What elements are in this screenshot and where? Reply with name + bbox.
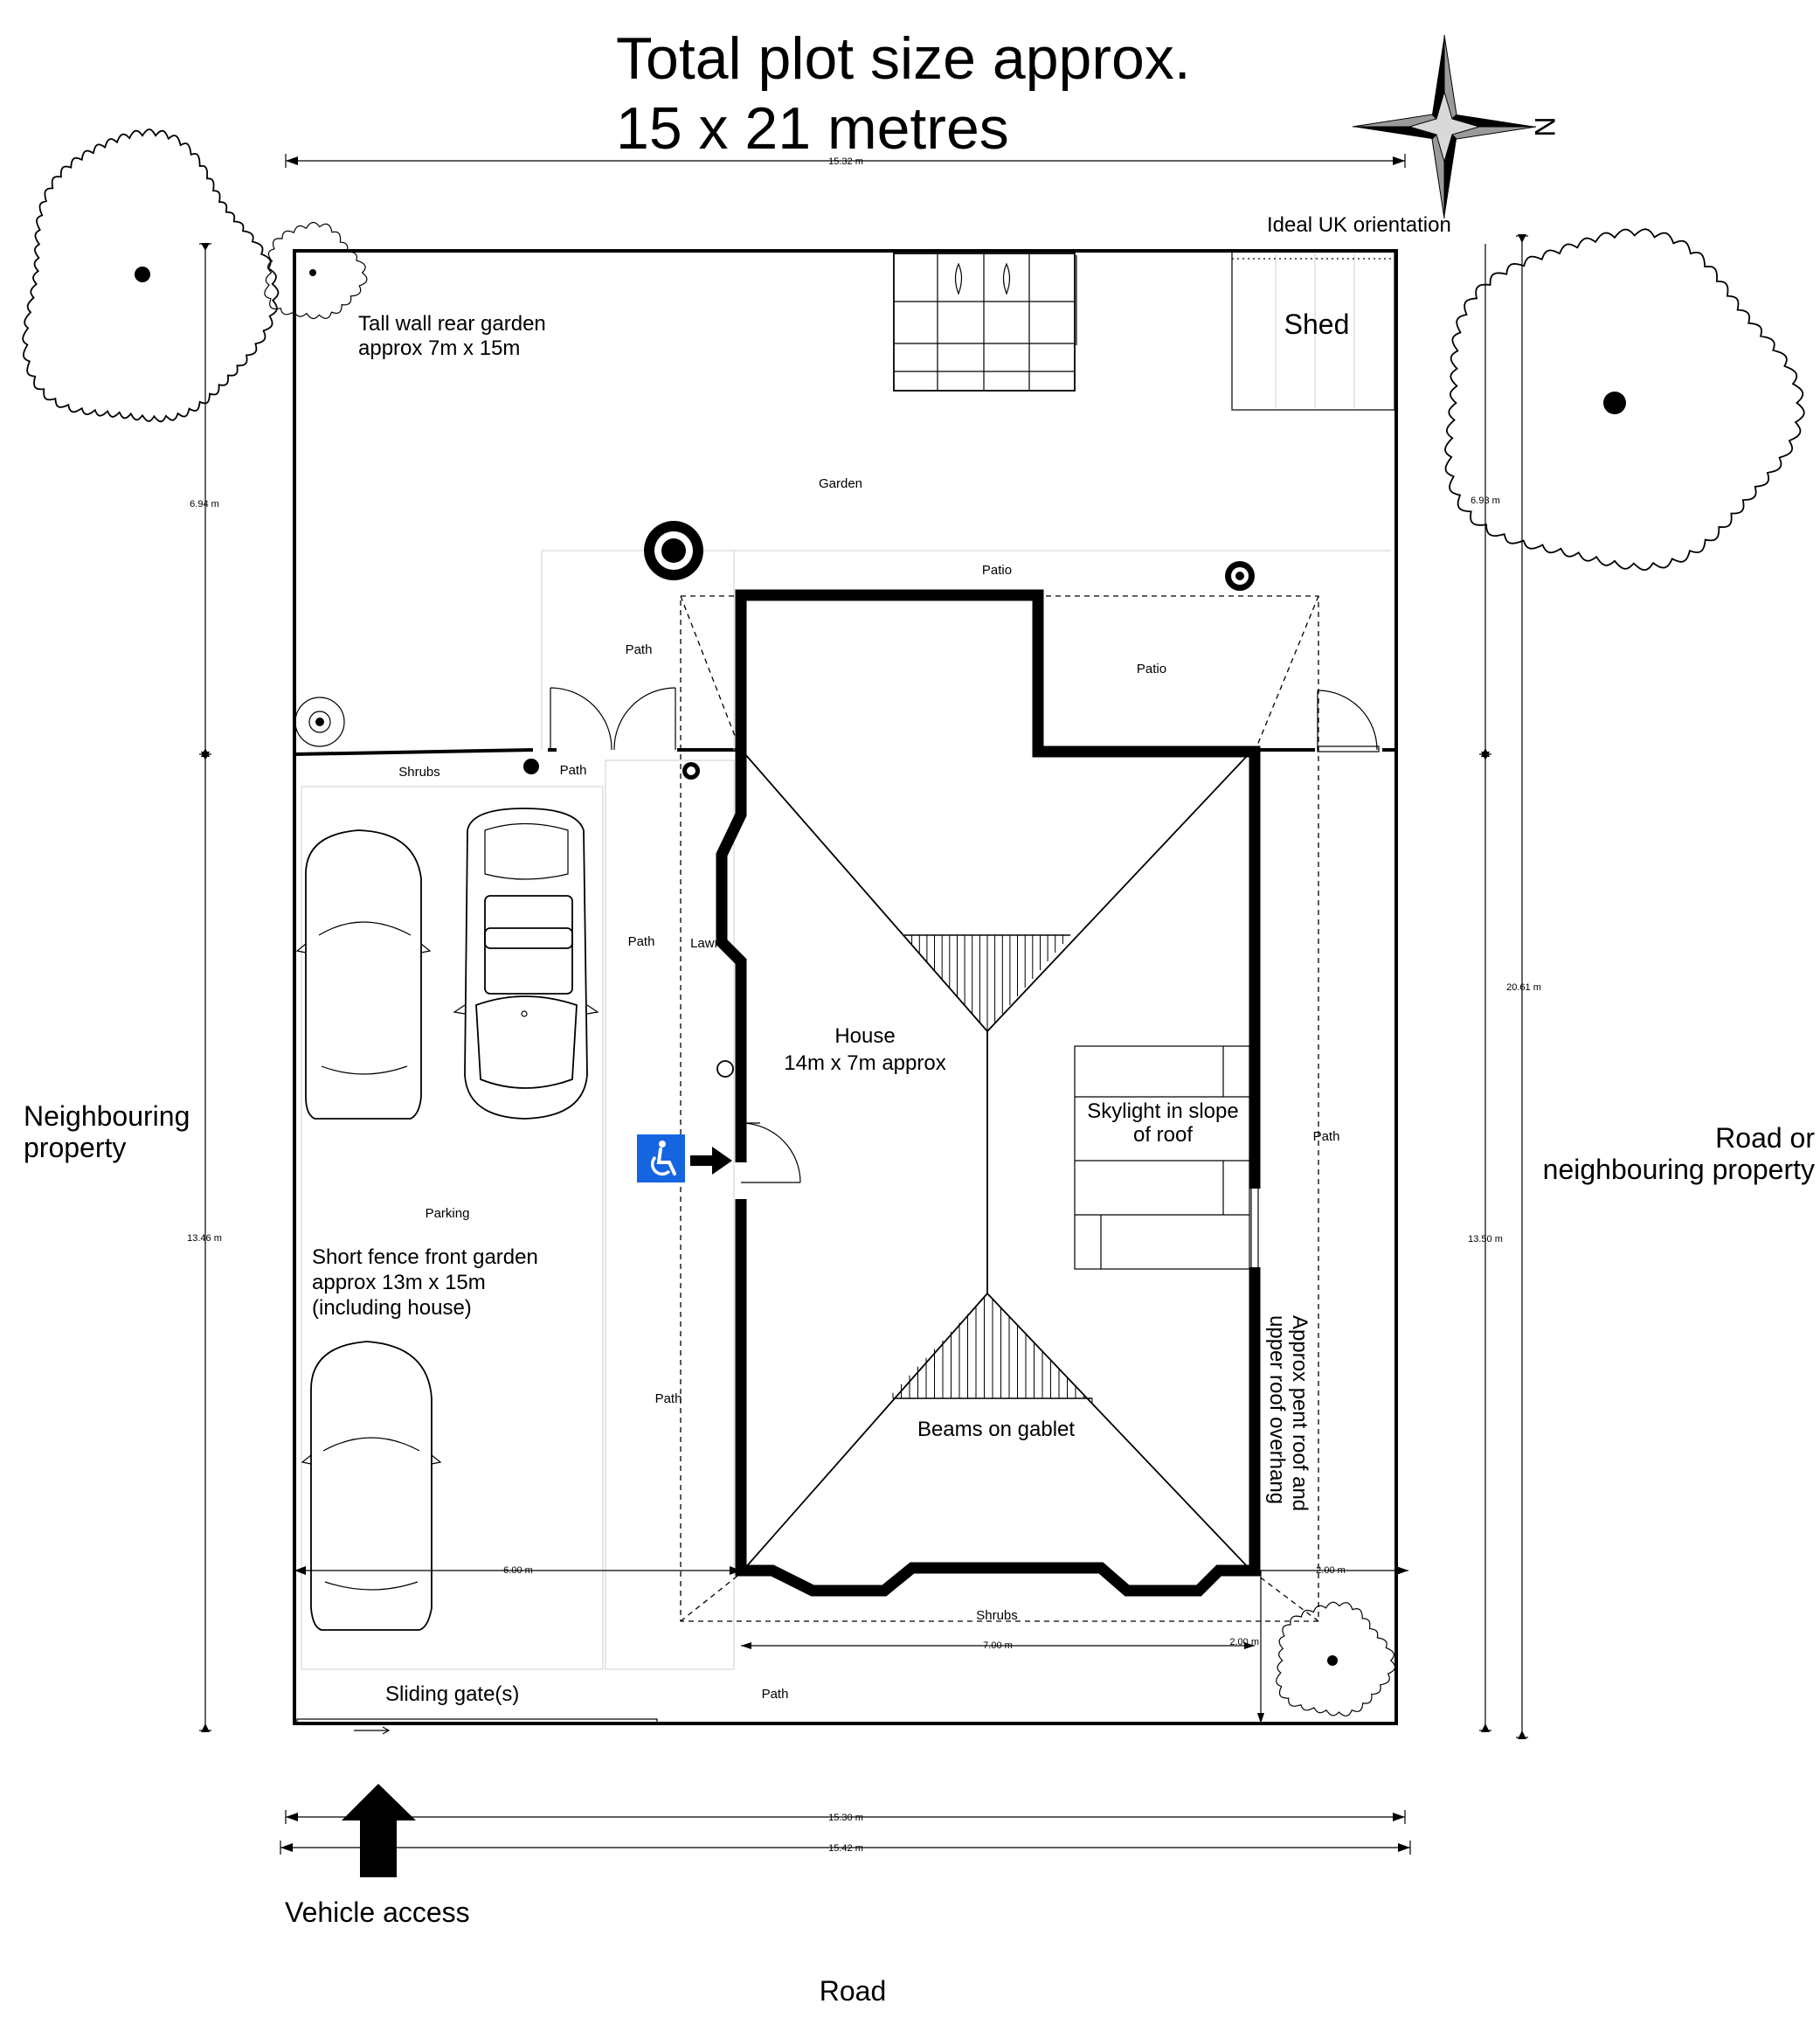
front-garden-label-3: (including house) (312, 1296, 472, 1320)
dim-left-lower: 13.46 m (187, 1233, 222, 1244)
car-parked-2 (453, 808, 599, 1120)
shrub-small-1 (523, 759, 539, 774)
shrub-left-wall (294, 697, 345, 747)
title-line-1: Total plot size approx. (616, 25, 1191, 92)
skylight-label-1: Skylight in slope (1087, 1099, 1238, 1123)
tree-bottom-right (1276, 1601, 1396, 1716)
shrub-small-2 (682, 762, 700, 780)
tree-small-corner (264, 221, 368, 320)
dimension-house-right (1255, 1566, 1408, 1575)
shed-label: Shed (1284, 309, 1350, 340)
shed (1231, 250, 1395, 411)
dimension-house-left (294, 1566, 741, 1575)
patio-right-label: Patio (1137, 662, 1166, 676)
roof-lines (744, 752, 1250, 1570)
car-parked-1 (295, 829, 432, 1120)
road-label: Road (820, 1975, 887, 2007)
front-garden-label-1: Short fence front garden (312, 1245, 538, 1269)
sliding-gate[interactable] (296, 1718, 658, 1735)
road-right-label-2: neighbouring property (1543, 1154, 1815, 1185)
shrub-upper (644, 521, 703, 580)
shrubs-left-label: Shrubs (398, 765, 440, 780)
sliding-gate-label: Sliding gate(s) (385, 1682, 519, 1706)
garden-gates (550, 687, 1380, 752)
patio-top-label: Patio (982, 563, 1012, 578)
road-right-label-1: Road or (1715, 1122, 1815, 1154)
pent-label-1: Approx pent roof and (1288, 1315, 1311, 1511)
front-garden-label-2: approx 13m x 15m (312, 1271, 486, 1294)
dimension-left (199, 243, 211, 1732)
dimension-top (285, 154, 1406, 168)
shrubs-bottom-label: Shrubs (976, 1608, 1018, 1623)
greenhouse (893, 253, 1077, 392)
path-shrubs-label: Path (560, 763, 587, 778)
rear-garden-label-1: Tall wall rear garden (358, 312, 546, 336)
skylight (1074, 1045, 1250, 1270)
dimension-house-width (741, 1642, 1255, 1649)
title-line-2: 15 x 21 metres (616, 95, 1009, 162)
neighbour-left-label-2: property (24, 1132, 126, 1163)
neighbour-left-label-1: Neighbouring (24, 1100, 190, 1132)
path-upper-label: Path (626, 642, 653, 657)
path-bottom-label: Path (762, 1687, 789, 1702)
compass-rose-icon (1352, 34, 1537, 219)
house-entrance-door[interactable] (740, 1122, 801, 1183)
plan-title: Total plot size approx. 15 x 21 metres (616, 25, 1191, 162)
compass-caption: Ideal UK orientation (1267, 213, 1451, 237)
car-parked-3 (301, 1341, 442, 1631)
dim-right-total: 20.61 m (1506, 982, 1541, 993)
dimension-right-total (1516, 234, 1528, 1739)
rear-garden-label-2: approx 7m x 15m (358, 336, 520, 360)
dim-house-to-bottom: 2.00 m (1229, 1637, 1259, 1647)
dim-right-lower: 13.50 m (1468, 1234, 1503, 1245)
dim-house-to-right: 2.00 m (1316, 1565, 1346, 1576)
dim-bottom-inner: 15.30 m (828, 1813, 863, 1823)
dim-top-width: 15.32 m (828, 156, 863, 167)
dimension-house-bottom (1257, 1571, 1264, 1723)
shrub-patio (1225, 561, 1255, 591)
house-label-1: House (834, 1024, 895, 1048)
path-low-label: Path (655, 1391, 682, 1406)
arrow-right-icon (690, 1147, 732, 1175)
dim-house-to-left: 6.00 m (503, 1565, 533, 1576)
house-label-2: 14m x 7m approx (784, 1051, 945, 1075)
house-walls (716, 589, 1261, 1597)
dim-right-upper: 6.93 m (1471, 496, 1500, 506)
path-right-label: Path (1313, 1129, 1340, 1144)
garden-label: Garden (819, 476, 862, 491)
dimension-bottom-inner (285, 1810, 1406, 1824)
arrow-up-icon (342, 1784, 416, 1877)
path-outlines (301, 550, 1391, 1670)
compass-north-label: N (1529, 116, 1560, 136)
tree-top-right (1443, 228, 1805, 572)
dimension-bottom-outer (280, 1841, 1411, 1855)
path-mid-label: Path (628, 934, 655, 949)
vehicle-access-label: Vehicle access (285, 1897, 470, 1928)
dim-left-upper: 6.94 m (190, 499, 219, 510)
shrub-small-3 (716, 1060, 734, 1078)
dim-house-width: 7.00 m (983, 1640, 1013, 1651)
tree-top-left (22, 128, 280, 423)
dimension-right-inner (1479, 244, 1491, 1732)
parking-label: Parking (426, 1206, 470, 1221)
plot-boundary (293, 249, 1398, 1725)
skylight-label-2: of roof (1133, 1123, 1193, 1147)
lawn-label: Lawn (690, 936, 722, 951)
beams-label: Beams on gablet (917, 1418, 1075, 1441)
wheelchair-icon (637, 1134, 685, 1182)
pent-label-2: upper roof overhang (1265, 1315, 1289, 1504)
dim-bottom-outer: 15.42 m (828, 1843, 863, 1854)
